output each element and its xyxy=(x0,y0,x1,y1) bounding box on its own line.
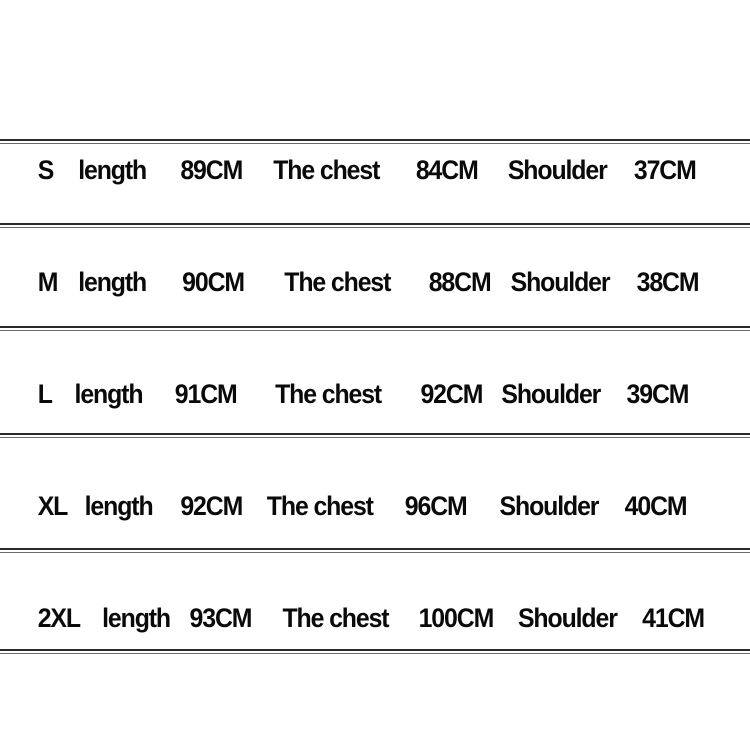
chest-value: 88CM xyxy=(428,267,492,297)
size-row-s: S length 89CM The chest 84CM Shoulder 37… xyxy=(0,150,697,190)
size-row-xl: XL length 92CM The chest 96CM Shoulder 4… xyxy=(0,486,690,526)
size-row-l: L length 91CM The chest 92CM Shoulder 39… xyxy=(0,374,690,414)
size-label: 2XL xyxy=(37,603,81,633)
shoulder-value: 41CM xyxy=(642,603,705,633)
size-label: M xyxy=(37,267,59,297)
size-row-m: M length 90CM The chest 88CM Shoulder 38… xyxy=(0,262,700,302)
shoulder-label: Shoulder xyxy=(501,379,601,409)
divider-line xyxy=(0,649,750,654)
chest-label: The chest xyxy=(284,267,391,297)
shoulder-label: Shoulder xyxy=(510,267,611,297)
shoulder-value: 39CM xyxy=(626,379,690,409)
length-value: 92CM xyxy=(180,491,243,521)
divider-line xyxy=(0,548,750,553)
length-label: length xyxy=(84,491,154,521)
length-value: 93CM xyxy=(189,603,253,633)
length-label: length xyxy=(74,379,144,409)
shoulder-label: Shoulder xyxy=(517,603,618,633)
length-value: 91CM xyxy=(174,379,238,409)
chest-value: 96CM xyxy=(404,491,468,521)
size-row-2xl: 2XL length 93CM The chest 100CM Shoulder… xyxy=(0,598,705,638)
divider-line xyxy=(0,139,750,144)
shoulder-label: Shoulder xyxy=(499,491,600,521)
chest-label: The chest xyxy=(282,603,389,633)
size-label: S xyxy=(37,155,55,185)
chest-value: 84CM xyxy=(415,155,479,185)
divider-line xyxy=(0,326,750,331)
length-label: length xyxy=(78,267,147,297)
divider-line xyxy=(0,433,750,438)
length-label: length xyxy=(102,603,171,633)
chest-value: 92CM xyxy=(420,379,483,409)
shoulder-label: Shoulder xyxy=(507,155,608,185)
shoulder-value: 37CM xyxy=(633,155,697,185)
chest-label: The chest xyxy=(273,155,380,185)
size-label: L xyxy=(37,379,53,409)
chest-label: The chest xyxy=(275,379,382,409)
length-value: 89CM xyxy=(180,155,243,185)
length-value: 90CM xyxy=(182,267,245,297)
divider-line xyxy=(0,223,750,228)
length-label: length xyxy=(78,155,147,185)
shoulder-value: 40CM xyxy=(624,491,688,521)
chest-label: The chest xyxy=(266,491,374,521)
chest-value: 100CM xyxy=(418,603,495,633)
size-label: XL xyxy=(37,491,69,521)
shoulder-value: 38CM xyxy=(636,267,700,297)
